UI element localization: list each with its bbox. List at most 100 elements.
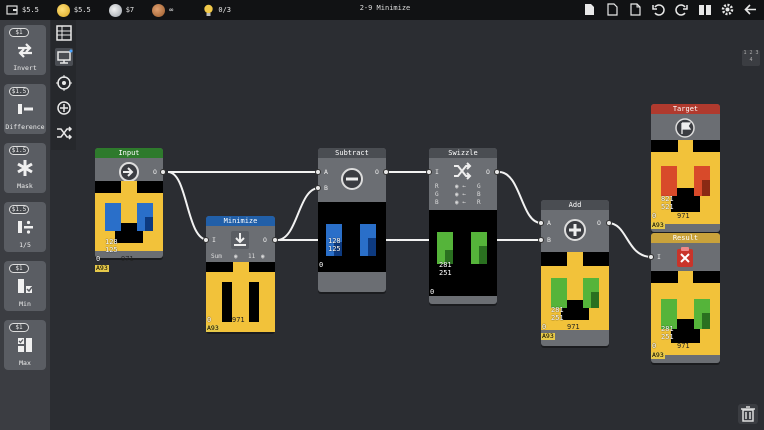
target-preview [651, 140, 720, 224]
subtract-node[interactable]: Subtract A B O 128 125 0 [315, 148, 389, 292]
target-channel: B [477, 191, 481, 198]
asterisk-icon [17, 160, 33, 176]
undo-icon[interactable] [651, 2, 666, 17]
palette-card-fifth[interactable]: $1.5 1/5 [4, 202, 46, 252]
node-title: Minimize [206, 216, 275, 226]
back-arrow-icon[interactable] [743, 2, 758, 17]
grid-icon[interactable] [55, 24, 73, 42]
input-port-b[interactable] [538, 237, 544, 243]
robot-sprite [651, 271, 720, 355]
palette-card-difference[interactable]: $1.5 Difference [4, 84, 46, 134]
difference-icon [18, 104, 33, 114]
card-label: Invert [13, 64, 37, 72]
file-icon[interactable] [582, 2, 597, 17]
preview-value-4: 971 [567, 323, 580, 331]
preview-value-2: 971 [232, 316, 245, 324]
node-title: Input [95, 148, 163, 158]
palette-card-min[interactable]: $1 Min [4, 261, 46, 311]
target-icon[interactable] [55, 74, 73, 92]
swizzle-row-r[interactable]: R◉ ←G [435, 184, 493, 192]
preview-value-3: 0 [652, 212, 657, 220]
difference-sprite [326, 224, 376, 256]
palette-card-invert[interactable]: $1 Invert [4, 25, 46, 75]
card-cost: $1.5 [9, 146, 29, 155]
input-label: I [212, 236, 216, 244]
swizzle-row-b[interactable]: B◉ ←R [435, 200, 493, 208]
input-port[interactable] [203, 237, 209, 243]
preview-value-3: 0 [96, 255, 101, 263]
output-port[interactable] [160, 169, 166, 175]
output-port[interactable] [272, 237, 278, 243]
palette-card-max[interactable]: $1 Max [4, 320, 46, 370]
decrement-icon[interactable]: ◉ [234, 253, 238, 260]
color-tag: A93 [206, 324, 220, 332]
input-port[interactable] [648, 254, 654, 260]
color-tag: A93 [651, 221, 665, 229]
file-copy-icon[interactable] [628, 2, 643, 17]
preview-value-2: 125 [328, 245, 341, 253]
preview-value-3: 0 [430, 288, 435, 296]
output-port[interactable] [383, 169, 389, 175]
preview-value-1: 821 [661, 195, 674, 203]
input-node[interactable]: Input O 128 125 0 971 [95, 148, 166, 272]
redo-icon[interactable] [674, 2, 689, 17]
book-icon[interactable] [697, 2, 712, 17]
node-canvas[interactable]: 1 2 3 4 Input O [76, 20, 764, 430]
card-label: Max [19, 359, 31, 367]
gear-icon[interactable] [720, 2, 735, 17]
fifth-icon [18, 220, 33, 234]
input-port-a[interactable] [315, 169, 321, 175]
source-channel: B [435, 199, 439, 206]
input-port-b[interactable] [315, 185, 321, 191]
preview-value-2: 125 [105, 246, 118, 254]
card-cost: $1 [9, 28, 29, 37]
swizzle-preview [429, 210, 497, 296]
file-new-icon[interactable] [605, 2, 620, 17]
monitor-icon[interactable] [55, 48, 73, 66]
silver-medal-icon [108, 3, 122, 17]
amount-value: 11 [248, 253, 256, 260]
preview-value-2: 521 [661, 203, 674, 211]
increment-icon[interactable]: ◉ [261, 253, 265, 260]
input-label-a: A [547, 219, 551, 227]
min-icon [18, 279, 33, 293]
trash-button[interactable] [738, 404, 758, 424]
output-port[interactable] [606, 220, 612, 226]
node-title: Result [651, 233, 720, 243]
input-port[interactable] [426, 169, 432, 175]
input-port-a[interactable] [538, 220, 544, 226]
source-channel: R [435, 183, 439, 190]
add-preview [541, 252, 609, 330]
swizzle-node[interactable]: Swizzle I O R◉ ←G G◉ ←B B◉ ←R 281 251 [426, 148, 500, 304]
add-node[interactable]: Add A B O 281 [538, 200, 612, 346]
max-icon [18, 338, 32, 352]
card-label: Min [19, 300, 31, 308]
card-label: 1/5 [19, 241, 31, 249]
minimize-node[interactable]: Minimize I O Sum ◉ 11 ◉ [203, 216, 278, 332]
hints-counter[interactable]: 0/3 [203, 4, 231, 17]
swizzled-sprite [437, 232, 487, 264]
input-preview [95, 181, 163, 251]
swizzle-row-g[interactable]: G◉ ←B [435, 192, 493, 200]
robot-sprite [206, 262, 275, 332]
source-channel: G [435, 191, 439, 198]
shuffle-icon[interactable] [55, 124, 73, 142]
preview-value-4: 971 [677, 342, 690, 350]
preview-value-3: 0 [319, 261, 324, 269]
minus-icon [341, 168, 363, 190]
output-port[interactable] [494, 169, 500, 175]
robot-sprite [95, 181, 163, 251]
flag-icon [675, 118, 695, 138]
result-node[interactable]: Result I 281 251 0 971 [648, 233, 720, 363]
palette-card-mask[interactable]: $1.5 Mask [4, 143, 46, 193]
top-right-toolbar [582, 2, 758, 17]
move-icon[interactable] [55, 99, 73, 117]
mode-label: Sum [211, 253, 222, 260]
output-label: O [153, 168, 157, 176]
target-node[interactable]: Target 821 521 0 971 A93 [651, 104, 720, 232]
card-cost: $1.5 [9, 87, 29, 96]
preview-value-1: 128 [105, 238, 118, 246]
gold-medal-icon [56, 3, 70, 17]
card-cost: $1 [9, 264, 29, 273]
layout-badge[interactable]: 1 2 3 4 [742, 50, 760, 66]
